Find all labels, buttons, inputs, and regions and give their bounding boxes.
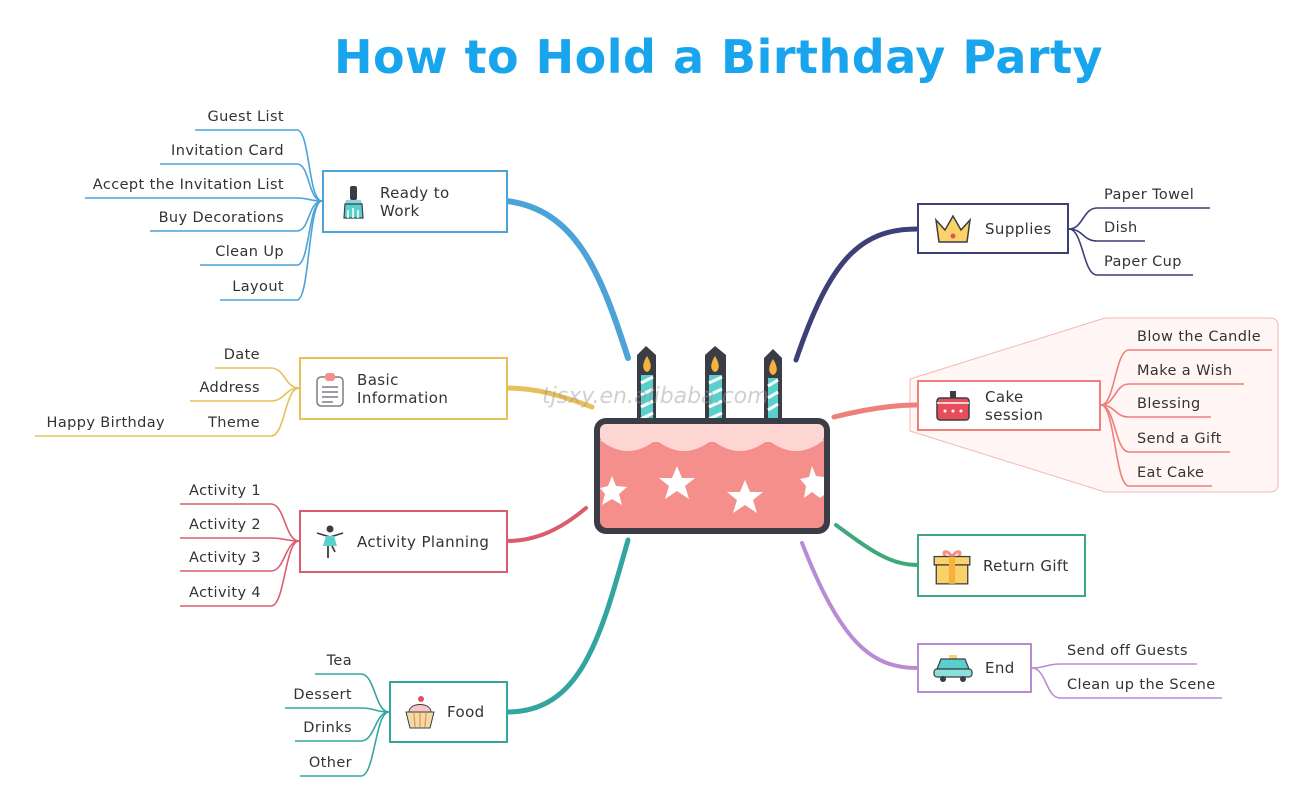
basic-information-leaf-lines xyxy=(35,367,300,437)
trunk-activity-planning xyxy=(505,506,588,543)
node-return-gift[interactable]: Return Gift xyxy=(917,534,1086,597)
cake-session-leaf-lines xyxy=(1100,349,1272,487)
leaf-clean-up: Clean Up xyxy=(215,244,284,260)
paint-brush-icon xyxy=(343,185,364,219)
leaf-blow-the-candle: Blow the Candle xyxy=(1137,329,1262,345)
leaf-layout: Layout xyxy=(232,279,284,295)
leaf-address: Address xyxy=(199,380,260,396)
leaf-send-a-gift: Send a Gift xyxy=(1137,431,1222,447)
node-food[interactable]: Food xyxy=(389,681,508,743)
end-leaf-lines xyxy=(1031,663,1222,699)
ready-to-work-leaf-lines xyxy=(85,129,323,301)
leaf-dessert: Dessert xyxy=(293,687,352,703)
trunk-cake-session xyxy=(831,402,920,420)
supplies-leaf-lines xyxy=(1068,207,1210,276)
central-cake-icon xyxy=(594,346,830,534)
leaf-dish: Dish xyxy=(1104,220,1138,236)
cake-icon xyxy=(936,390,970,421)
leaf-paper-towel: Paper Towel xyxy=(1104,187,1195,203)
food-leaf-lines xyxy=(285,673,390,777)
trunk-return-gift xyxy=(834,523,919,567)
trunk-ready-to-work xyxy=(504,198,631,361)
leaf-send-off-guests: Send off Guests xyxy=(1067,643,1188,659)
node-activity-planning[interactable]: Activity Planning xyxy=(299,510,508,573)
clipboard-icon xyxy=(316,372,344,407)
leaf-activity-2: Activity 2 xyxy=(189,517,262,533)
leaf-happy-birthday: Happy Birthday xyxy=(46,415,165,431)
leaf-activity-3: Activity 3 xyxy=(189,550,262,566)
node-ready-to-work[interactable]: Ready to Work xyxy=(322,170,508,233)
leaf-buy-decorations: Buy Decorations xyxy=(158,210,284,226)
node-label: Ready to Work xyxy=(380,183,450,220)
node-label: Food xyxy=(447,703,485,721)
trunk-food xyxy=(504,537,631,715)
leaf-accept-invitation-list: Accept the Invitation List xyxy=(92,177,284,193)
leaf-invitation-card: Invitation Card xyxy=(171,143,284,159)
dancer-icon xyxy=(316,525,344,558)
leaf-guest-list: Guest List xyxy=(207,109,284,125)
activity-planning-leaf-lines xyxy=(180,503,300,607)
node-end[interactable]: End xyxy=(917,643,1032,693)
leaf-date: Date xyxy=(223,347,260,363)
leaf-activity-4: Activity 4 xyxy=(189,585,262,601)
leaf-theme: Theme xyxy=(207,415,260,431)
leaf-make-a-wish: Make a Wish xyxy=(1137,363,1233,379)
node-basic-information[interactable]: Basic Information xyxy=(299,357,508,420)
leaf-drinks: Drinks xyxy=(303,720,352,736)
trunk-end xyxy=(800,541,919,670)
page-title: How to Hold a Birthday Party xyxy=(333,30,1104,84)
watermark-text: tjsxy.en.alibaba.com xyxy=(542,384,769,409)
cupcake-icon xyxy=(405,696,435,729)
gift-icon xyxy=(933,549,971,584)
trunk-basic-information xyxy=(504,385,595,410)
node-cake-session[interactable]: Cake session xyxy=(917,380,1101,431)
leaf-paper-cup: Paper Cup xyxy=(1104,254,1182,270)
taxi-icon xyxy=(933,655,973,682)
node-label: Activity Planning xyxy=(357,532,490,551)
leaf-blessing: Blessing xyxy=(1137,396,1201,412)
node-label: Supplies xyxy=(985,219,1052,238)
node-label: Return Gift xyxy=(983,556,1069,575)
leaf-tea: Tea xyxy=(326,653,352,669)
node-label: End xyxy=(985,659,1015,677)
crown-icon xyxy=(934,213,972,243)
leaf-eat-cake: Eat Cake xyxy=(1137,465,1205,481)
node-label: Basic Information xyxy=(357,370,449,407)
leaf-activity-1: Activity 1 xyxy=(189,483,262,499)
node-label: Cake session xyxy=(985,387,1044,424)
leaf-other: Other xyxy=(308,755,352,771)
leaf-clean-up-the-scene: Clean up the Scene xyxy=(1067,677,1216,693)
trunk-supplies xyxy=(793,226,920,363)
node-supplies[interactable]: Supplies xyxy=(917,203,1069,254)
